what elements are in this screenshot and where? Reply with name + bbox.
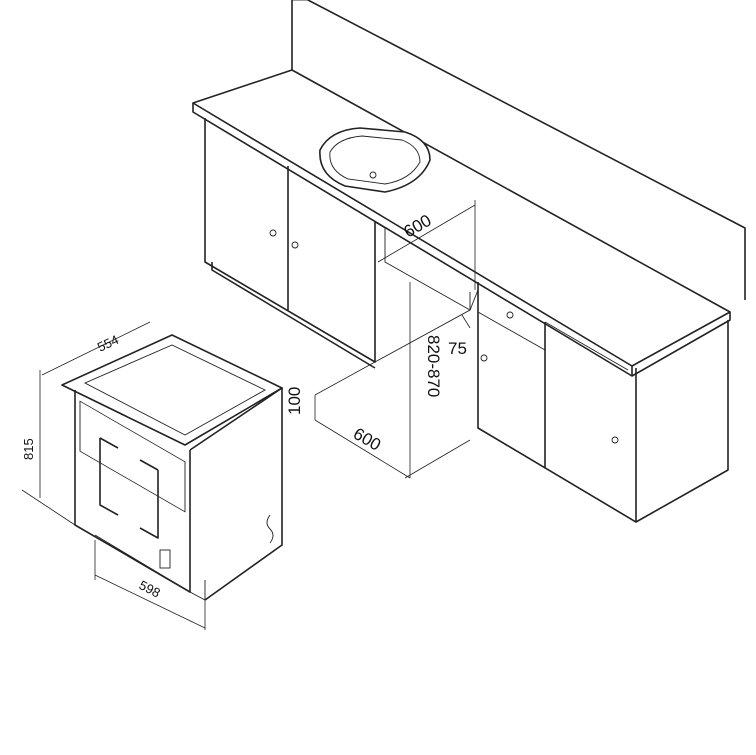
dishwasher — [61, 334, 283, 601]
dishwasher-depth-label: 554 — [95, 332, 121, 355]
dishwasher-height-label: 815 — [21, 438, 36, 460]
dishwasher-niche — [374, 221, 479, 363]
niche-height-label: 820-870 — [424, 335, 443, 397]
door-knob — [480, 354, 488, 362]
countertop — [192, 69, 731, 377]
backsplash — [291, 0, 746, 300]
right-cabinet — [477, 282, 729, 523]
door-knob — [269, 229, 277, 237]
door-knob — [611, 436, 619, 444]
niche-depth-label: 600 — [350, 424, 384, 455]
door-knob — [291, 241, 299, 249]
drawer-knob — [506, 311, 514, 319]
plinth-height-label: 100 — [285, 387, 304, 415]
left-cabinet — [204, 118, 376, 369]
plinth-depth-label: 75 — [448, 339, 467, 358]
sink — [319, 127, 431, 193]
